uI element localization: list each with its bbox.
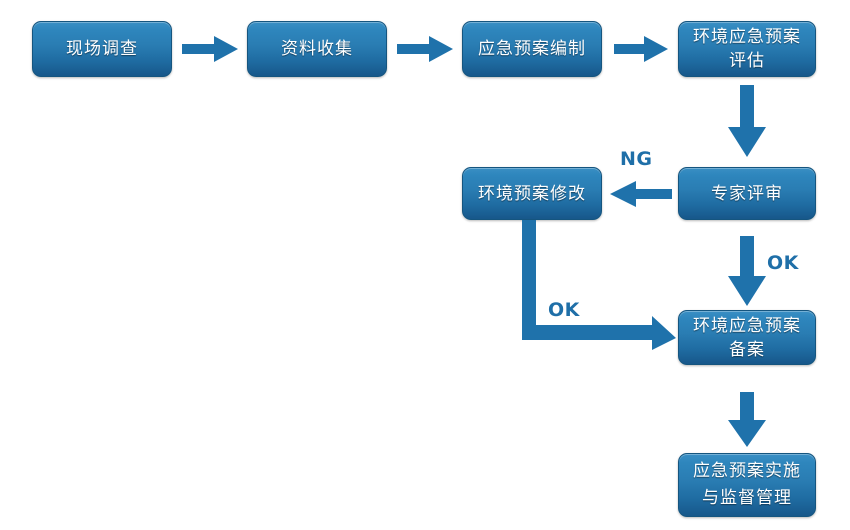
node-label-expert-review: 专家评审	[711, 183, 783, 204]
node-label-site-survey: 现场调查	[66, 39, 138, 59]
node-plan-assessment[interactable]: 环境应急预案评估	[678, 21, 816, 77]
arrow-assessment-to-review	[728, 85, 766, 157]
arrow-collection-to-drafting	[397, 34, 453, 64]
node-plan-revision[interactable]: 环境预案修改	[462, 167, 602, 220]
node-label-plan-revision: 环境预案修改	[478, 183, 586, 204]
node-site-survey[interactable]: 现场调查	[32, 21, 172, 77]
arrow-survey-to-collection	[182, 34, 238, 64]
edge-label-ok-review-to-filing: OK	[767, 252, 799, 274]
node-label-implementation: 应急预案实施 与监督管理	[693, 461, 801, 508]
arrow-review-to-revision	[610, 179, 672, 209]
arrow-filing-to-implementation	[728, 392, 766, 447]
edge-label-ok-revision-to-filing: OK	[548, 299, 580, 321]
node-label-plan-assessment: 环境应急预案评估	[693, 27, 801, 71]
node-expert-review[interactable]: 专家评审	[678, 167, 816, 220]
node-plan-filing[interactable]: 环境应急预案备案	[678, 310, 816, 365]
node-implementation[interactable]: 应急预案实施 与监督管理	[678, 453, 816, 517]
arrow-revision-to-filing	[520, 220, 676, 350]
node-label-plan-drafting: 应急预案编制	[478, 39, 586, 59]
edge-label-ng: NG	[620, 148, 653, 170]
node-plan-drafting[interactable]: 应急预案编制	[462, 21, 602, 77]
node-data-collection[interactable]: 资料收集	[247, 21, 387, 77]
arrow-drafting-to-assessment	[614, 34, 668, 64]
arrow-review-to-filing	[728, 236, 766, 306]
node-label-plan-filing: 环境应急预案备案	[693, 315, 801, 360]
node-label-data-collection: 资料收集	[281, 39, 353, 59]
